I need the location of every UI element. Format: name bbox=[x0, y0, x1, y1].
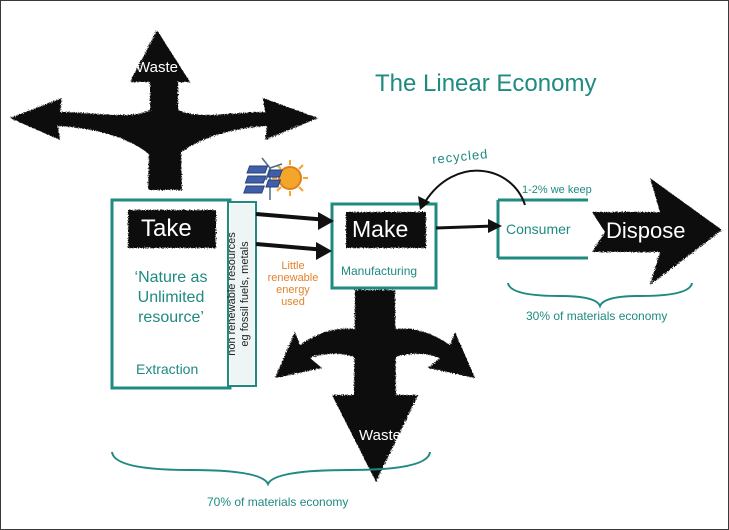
consumer-box bbox=[496, 198, 588, 260]
solar-panel-icon bbox=[243, 165, 283, 194]
nature-line-3: resource’ bbox=[138, 309, 204, 326]
nature-line-1: ‘Nature as bbox=[134, 269, 208, 286]
energy-line-3: energy bbox=[276, 284, 310, 296]
recycled-arrow bbox=[418, 169, 526, 210]
energy-text: Little renewable energy used bbox=[262, 260, 324, 308]
nonrenewable-line-1: non renewable resources bbox=[226, 232, 238, 356]
dispose-label: Dispose bbox=[606, 218, 686, 243]
energy-line-2: renewable bbox=[267, 272, 319, 284]
take-label: Take bbox=[141, 215, 192, 242]
nonrenewable-column bbox=[227, 201, 257, 387]
consumer-label: Consumer bbox=[506, 221, 571, 237]
waste-arrow-bottom bbox=[275, 290, 475, 482]
extraction-label: Extraction bbox=[136, 361, 199, 377]
waste-arrow-top bbox=[10, 30, 318, 190]
waste-label-bottom: Waste bbox=[359, 427, 401, 444]
waste-label-top: Waste bbox=[136, 59, 178, 76]
take-label-bg bbox=[128, 210, 216, 248]
nature-text: ‘Nature as Unlimited resource’ bbox=[118, 268, 224, 328]
nonrenewable-column-shade bbox=[230, 204, 254, 384]
consumer-brace bbox=[507, 282, 693, 309]
total-share-label: 70% of materials economy bbox=[207, 495, 349, 509]
manufacturing-label: Manufacturing bbox=[341, 264, 418, 278]
make-label-bg bbox=[346, 212, 426, 248]
nonrenewable-text: non renewable resources eg fossil fuels,… bbox=[226, 204, 254, 384]
flow-arrow-make-to-consumer bbox=[435, 219, 502, 233]
make-label: Make bbox=[352, 216, 409, 242]
sun-icon bbox=[272, 160, 308, 196]
energy-line-1: Little bbox=[281, 260, 305, 272]
energy-line-4: used bbox=[281, 296, 305, 308]
total-brace bbox=[111, 451, 431, 487]
nature-line-2: Unlimited bbox=[137, 289, 205, 306]
consumer-share-label: 30% of materials economy bbox=[526, 309, 668, 323]
make-box bbox=[330, 202, 438, 290]
keep-label: 1-2% we keep bbox=[522, 184, 592, 196]
diagram-title: The Linear Economy bbox=[375, 70, 597, 97]
flow-arrows-take-to-make bbox=[255, 212, 334, 260]
nonrenewable-line-2: eg fossil fuels, metals bbox=[239, 241, 251, 347]
dispose-arrow bbox=[592, 178, 722, 285]
